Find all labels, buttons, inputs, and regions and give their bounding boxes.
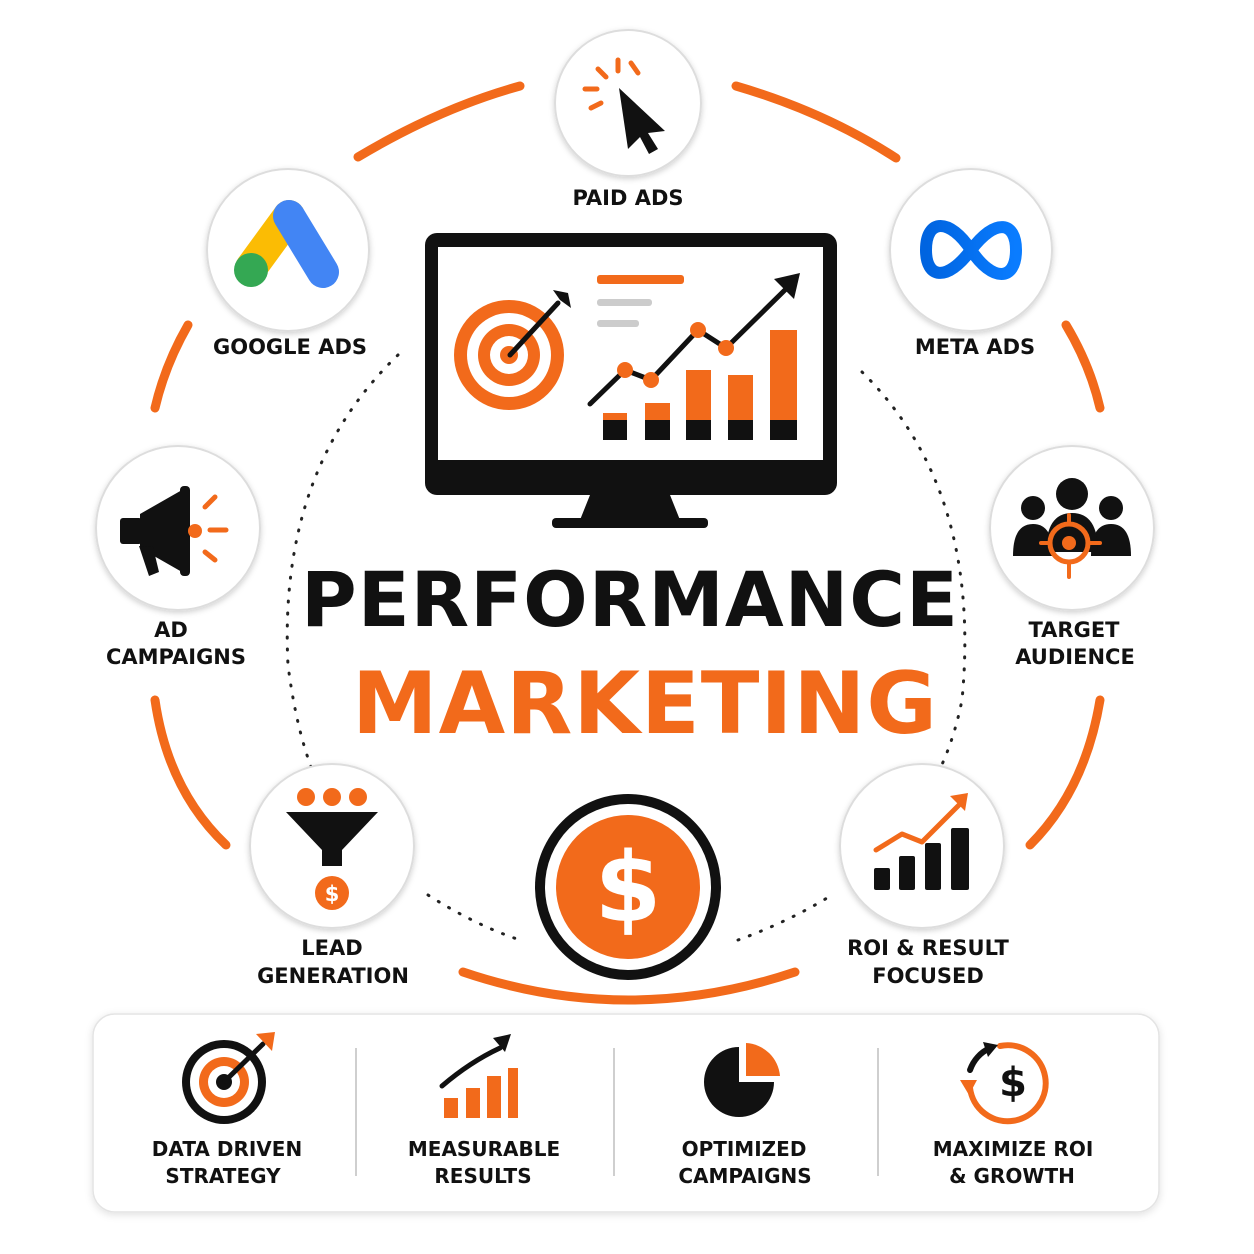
node-circle xyxy=(206,168,370,332)
feature-label: CAMPAIGNS xyxy=(678,1164,811,1188)
feature-label: MEASURABLE xyxy=(408,1137,560,1161)
node-label: GENERATION xyxy=(257,964,409,988)
feature-panel xyxy=(92,1013,1160,1213)
cursor-click-icon xyxy=(582,57,665,154)
node-label: TARGET xyxy=(1028,618,1120,642)
feature-label: OPTIMIZED xyxy=(682,1137,807,1161)
dashboard-trend-line xyxy=(587,273,800,407)
feature-optimized-campaigns[interactable]: OPTIMIZED CAMPAIGNS xyxy=(678,1043,812,1188)
node-label: ROI & RESULT xyxy=(847,936,1009,960)
megaphone-icon xyxy=(120,486,229,576)
title-line-1: PERFORMANCE xyxy=(301,555,959,644)
funnel-dollar-icon: $ xyxy=(286,788,378,910)
node-label: LEAD xyxy=(301,936,362,960)
node-label: AUDIENCE xyxy=(1015,645,1135,669)
coin-symbol: $ xyxy=(595,832,662,944)
target-arrow-icon xyxy=(182,1032,275,1124)
meta-logo-icon xyxy=(920,220,1022,280)
dotted-arc xyxy=(285,353,400,812)
cycle-coin-symbol: $ xyxy=(999,1060,1027,1106)
ring-arc xyxy=(353,81,525,162)
node-target-audience[interactable]: TARGET AUDIENCE xyxy=(989,445,1155,669)
node-label: META ADS xyxy=(915,335,1035,359)
feature-label: RESULTS xyxy=(434,1164,531,1188)
node-label: CAMPAIGNS xyxy=(106,645,246,669)
dotted-arc xyxy=(736,893,834,942)
feature-data-driven[interactable]: DATA DRIVEN STRATEGY xyxy=(152,1032,302,1188)
node-label: AD xyxy=(154,618,188,642)
ring-arc xyxy=(150,320,193,413)
audience-target-icon xyxy=(1013,478,1131,579)
node-label: GOOGLE ADS xyxy=(213,335,367,359)
ring-arc xyxy=(458,967,800,1005)
node-ad-campaigns[interactable]: AD CAMPAIGNS xyxy=(95,445,261,669)
feature-label: & GROWTH xyxy=(949,1164,1075,1188)
dotted-arc xyxy=(426,893,522,942)
feature-label: DATA DRIVEN xyxy=(152,1137,302,1161)
feature-measurable-results[interactable]: MEASURABLE RESULTS xyxy=(408,1034,560,1188)
node-paid-ads[interactable]: PAID ADS xyxy=(554,29,702,210)
growth-chart-icon xyxy=(873,793,969,890)
pie-chart-icon xyxy=(704,1043,780,1117)
dashboard-bars xyxy=(603,330,797,440)
title-line-2: MARKETING xyxy=(352,654,938,754)
dotted-arc xyxy=(860,370,967,802)
bar-growth-icon xyxy=(439,1034,518,1118)
node-roi-result-focused[interactable]: ROI & RESULT FOCUSED xyxy=(839,763,1010,988)
inner-dotted-ring xyxy=(285,353,967,942)
dollar-coin-icon: $ xyxy=(535,794,721,980)
ring-arc xyxy=(1061,320,1105,413)
feature-maximize-roi[interactable]: $ MAXIMIZE ROI & GROWTH xyxy=(933,1042,1094,1188)
ring-arc xyxy=(150,695,231,850)
ring-arc xyxy=(1025,695,1105,850)
node-google-ads[interactable]: GOOGLE ADS xyxy=(206,168,370,359)
ring-arc xyxy=(731,81,901,163)
dollar-cycle-icon: $ xyxy=(960,1042,1049,1125)
node-lead-generation[interactable]: $ LEAD GENERATION xyxy=(249,763,415,988)
node-meta-ads[interactable]: META ADS xyxy=(889,168,1053,359)
node-label: FOCUSED xyxy=(872,964,984,988)
funnel-coin-symbol: $ xyxy=(325,882,340,906)
google-ads-logo-icon xyxy=(234,200,339,288)
monitor-dashboard-icon xyxy=(425,233,837,528)
feature-label: MAXIMIZE ROI xyxy=(933,1137,1094,1161)
node-circle xyxy=(839,763,1005,929)
feature-label: STRATEGY xyxy=(165,1164,281,1188)
node-label: PAID ADS xyxy=(572,186,683,210)
outer-ring xyxy=(150,81,1105,1005)
dashboard-target xyxy=(454,290,571,410)
